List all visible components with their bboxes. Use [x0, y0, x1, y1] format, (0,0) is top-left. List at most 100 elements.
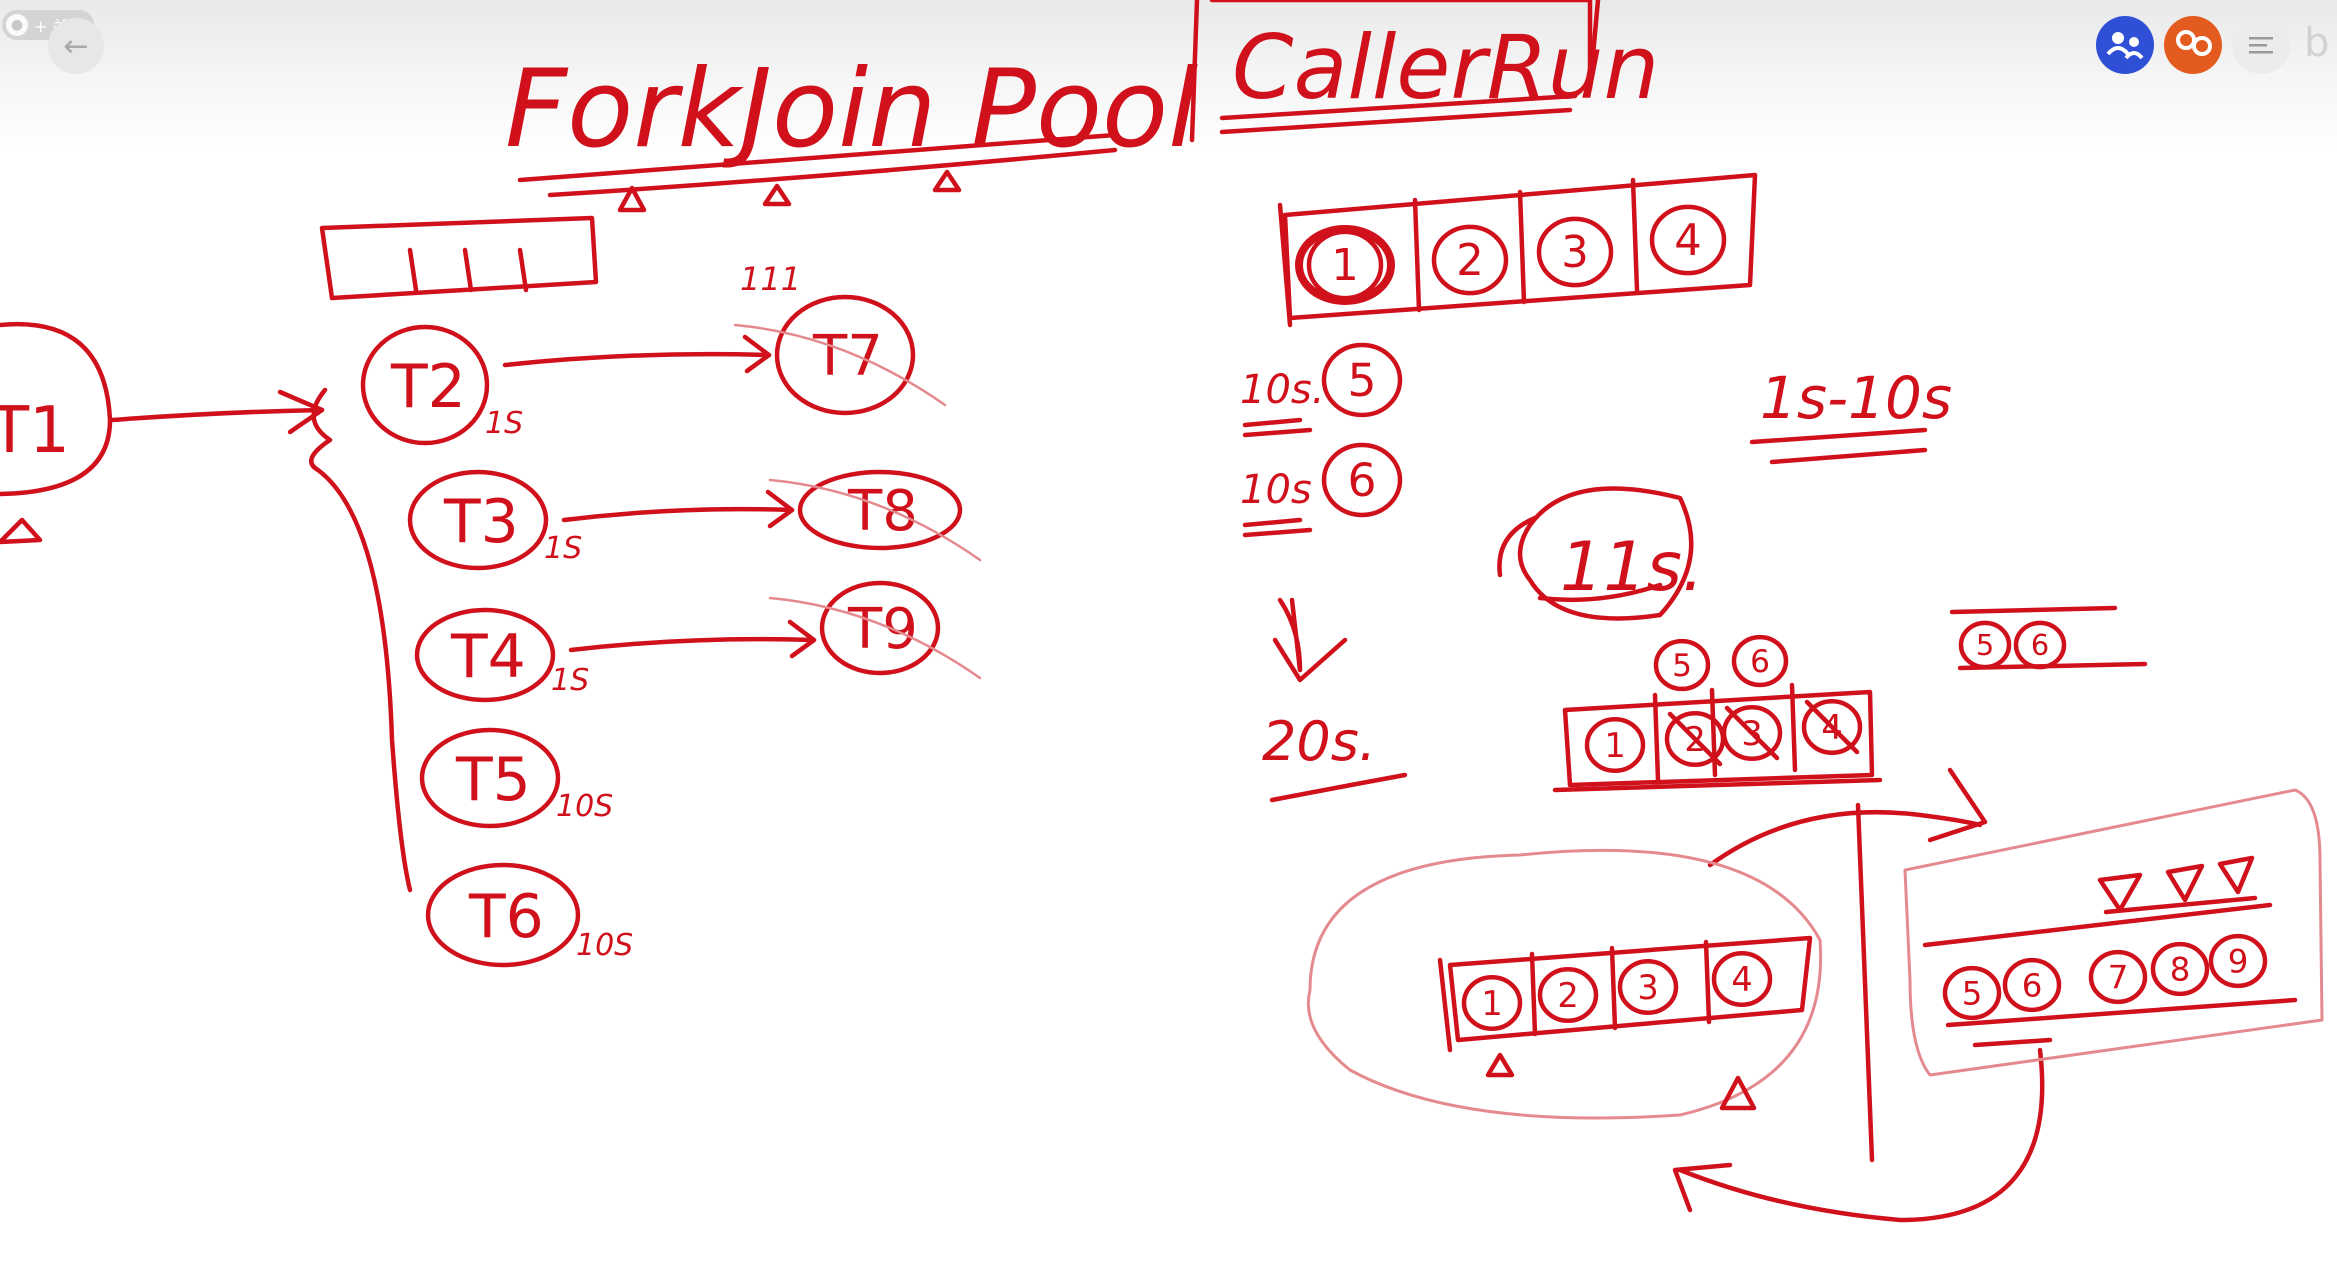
- task-t4-circle: [414, 607, 556, 703]
- bottom-right-queue-underline: [1945, 997, 2298, 1028]
- top-queue-active-mark: [1295, 225, 1395, 305]
- strike-mark: [1667, 711, 1723, 767]
- bottom-left-queue-item-1-label: 1: [1481, 984, 1502, 1023]
- title-underline: [517, 132, 1118, 183]
- task-t4-label: T4: [450, 622, 526, 692]
- queue-divider: [1652, 692, 1661, 783]
- task-t4-duration: 1S: [551, 663, 589, 698]
- right-pair-item-5-label: 5: [1976, 628, 1994, 662]
- menu-lines-icon: [2249, 37, 2273, 54]
- task-t8-label: T8: [847, 479, 918, 544]
- queue-divider: [1789, 682, 1798, 773]
- task-t6-label: T6: [468, 882, 544, 952]
- task-t1-label: T1: [0, 394, 70, 468]
- right-pair-overline: [1949, 605, 2118, 615]
- task-t2-arrow-head: [742, 334, 772, 374]
- middle-queue-box: [1562, 689, 1875, 788]
- bottom-left-queue-item-1-circle: [1461, 974, 1523, 1032]
- total-underline: [1269, 772, 1408, 803]
- bottom-left-queue-box: [1447, 935, 1813, 1043]
- queue-divider: [1609, 945, 1618, 1031]
- top-queue-item-2-label: 2: [1456, 236, 1483, 286]
- waiting-task-6-label: 6: [1347, 454, 1376, 507]
- pointer-triangle: [1719, 1075, 1757, 1111]
- person-icon: ●: [6, 14, 28, 36]
- participant-avatar-2[interactable]: [2164, 16, 2222, 74]
- result-circle: [1517, 486, 1694, 621]
- people-icon: [2106, 32, 2144, 60]
- curve-arrow-bottom: [1677, 1047, 2045, 1223]
- title-frame-edge: [1587, 0, 1601, 91]
- queue-tick: [407, 247, 419, 293]
- middle-queue-item-4-circle: [1801, 698, 1863, 756]
- top-queue-item-1-label: 1: [1331, 241, 1358, 291]
- bottom-left-queue-edge: [1437, 957, 1453, 1053]
- middle-queue-underline: [1552, 777, 1883, 793]
- result-circle-tail: [1497, 515, 1538, 578]
- down-arrow-line: [1277, 597, 1303, 673]
- menu-button[interactable]: [2232, 16, 2290, 74]
- strike-line: [768, 596, 982, 680]
- down-triangle: [2097, 872, 2143, 913]
- strike-line: [768, 478, 982, 562]
- task-t8-circle: [797, 469, 963, 551]
- vertical-divider: [1855, 802, 1875, 1163]
- pointer-triangle: [932, 169, 962, 193]
- task-t5-duration: 10S: [556, 789, 613, 824]
- title-underline-2: [547, 147, 1118, 198]
- task-t3-duration: 1S: [544, 531, 582, 566]
- separator-line: [1189, 0, 1200, 143]
- pointer-triangle: [762, 183, 792, 207]
- middle-queue-item-1-label: 1: [1604, 726, 1625, 765]
- fork-arrow-head: [277, 389, 325, 435]
- child-tally-mark: 111: [740, 260, 801, 298]
- participant-avatar-1[interactable]: [2096, 16, 2154, 74]
- down-triangle: [2217, 855, 2255, 895]
- right-pair-item-6-label: 6: [2031, 628, 2049, 662]
- bottom-right-queue-tail: [1972, 1037, 2053, 1048]
- task-t4-arrow-head: [787, 619, 817, 659]
- bottom-right-queue-item-6-circle: [2002, 957, 2062, 1013]
- waiting-underline: [1242, 427, 1313, 438]
- task-t3-arrow-head: [765, 489, 795, 529]
- pointer-triangle: [617, 185, 647, 213]
- forkjoin-queue-ticks: [407, 247, 529, 293]
- bottom-right-queue-item-9-label: 9: [2228, 942, 2249, 980]
- arrow-left-icon: ←: [63, 28, 89, 64]
- task-t9-circle: [819, 580, 941, 676]
- strike-mark: [1804, 699, 1860, 755]
- title-underline-2: [1219, 107, 1573, 135]
- forkjoin-queue-box: [319, 215, 599, 301]
- middle-queue-item-1-circle: [1584, 716, 1646, 774]
- total-time: 20s.: [1262, 710, 1376, 773]
- task-t5-circle: [419, 727, 561, 829]
- people-icon: [2176, 30, 2212, 56]
- bottom-right-queue-item-8-circle: [2150, 941, 2210, 997]
- task-t3-arrow: [561, 506, 795, 523]
- bottom-left-queue-item-4-circle: [1711, 950, 1773, 1008]
- down-arrow-head: [1272, 637, 1348, 683]
- task-t2-label: T2: [390, 352, 466, 422]
- queue-tick: [462, 247, 474, 293]
- bottom-left-queue-item-3-circle: [1617, 958, 1679, 1016]
- waiting-underline: [1242, 517, 1303, 528]
- curve-arrow-bottom-head: [1672, 1162, 1733, 1213]
- bottom-right-queue-item-5-label: 5: [1962, 974, 1983, 1012]
- title-frame: [1209, 0, 1593, 83]
- small-pair-item-5-circle: [1653, 638, 1711, 692]
- curve-arrow-top: [1707, 809, 1983, 868]
- title-underline: [1219, 93, 1578, 121]
- bottom-left-queue-item-4-label: 4: [1731, 960, 1752, 999]
- bottom-left-queue-item-3-label: 3: [1637, 968, 1658, 1007]
- range-underline-2: [1769, 447, 1928, 465]
- right-pair-item-5-circle: [1958, 620, 2012, 670]
- range-note: 1s-10s: [1760, 364, 1952, 432]
- bottom-left-oval: [1306, 848, 1823, 1120]
- small-pair-item-5-label: 5: [1672, 648, 1692, 684]
- waiting-task-5-circle: [1321, 342, 1403, 418]
- back-button[interactable]: ←: [48, 18, 104, 74]
